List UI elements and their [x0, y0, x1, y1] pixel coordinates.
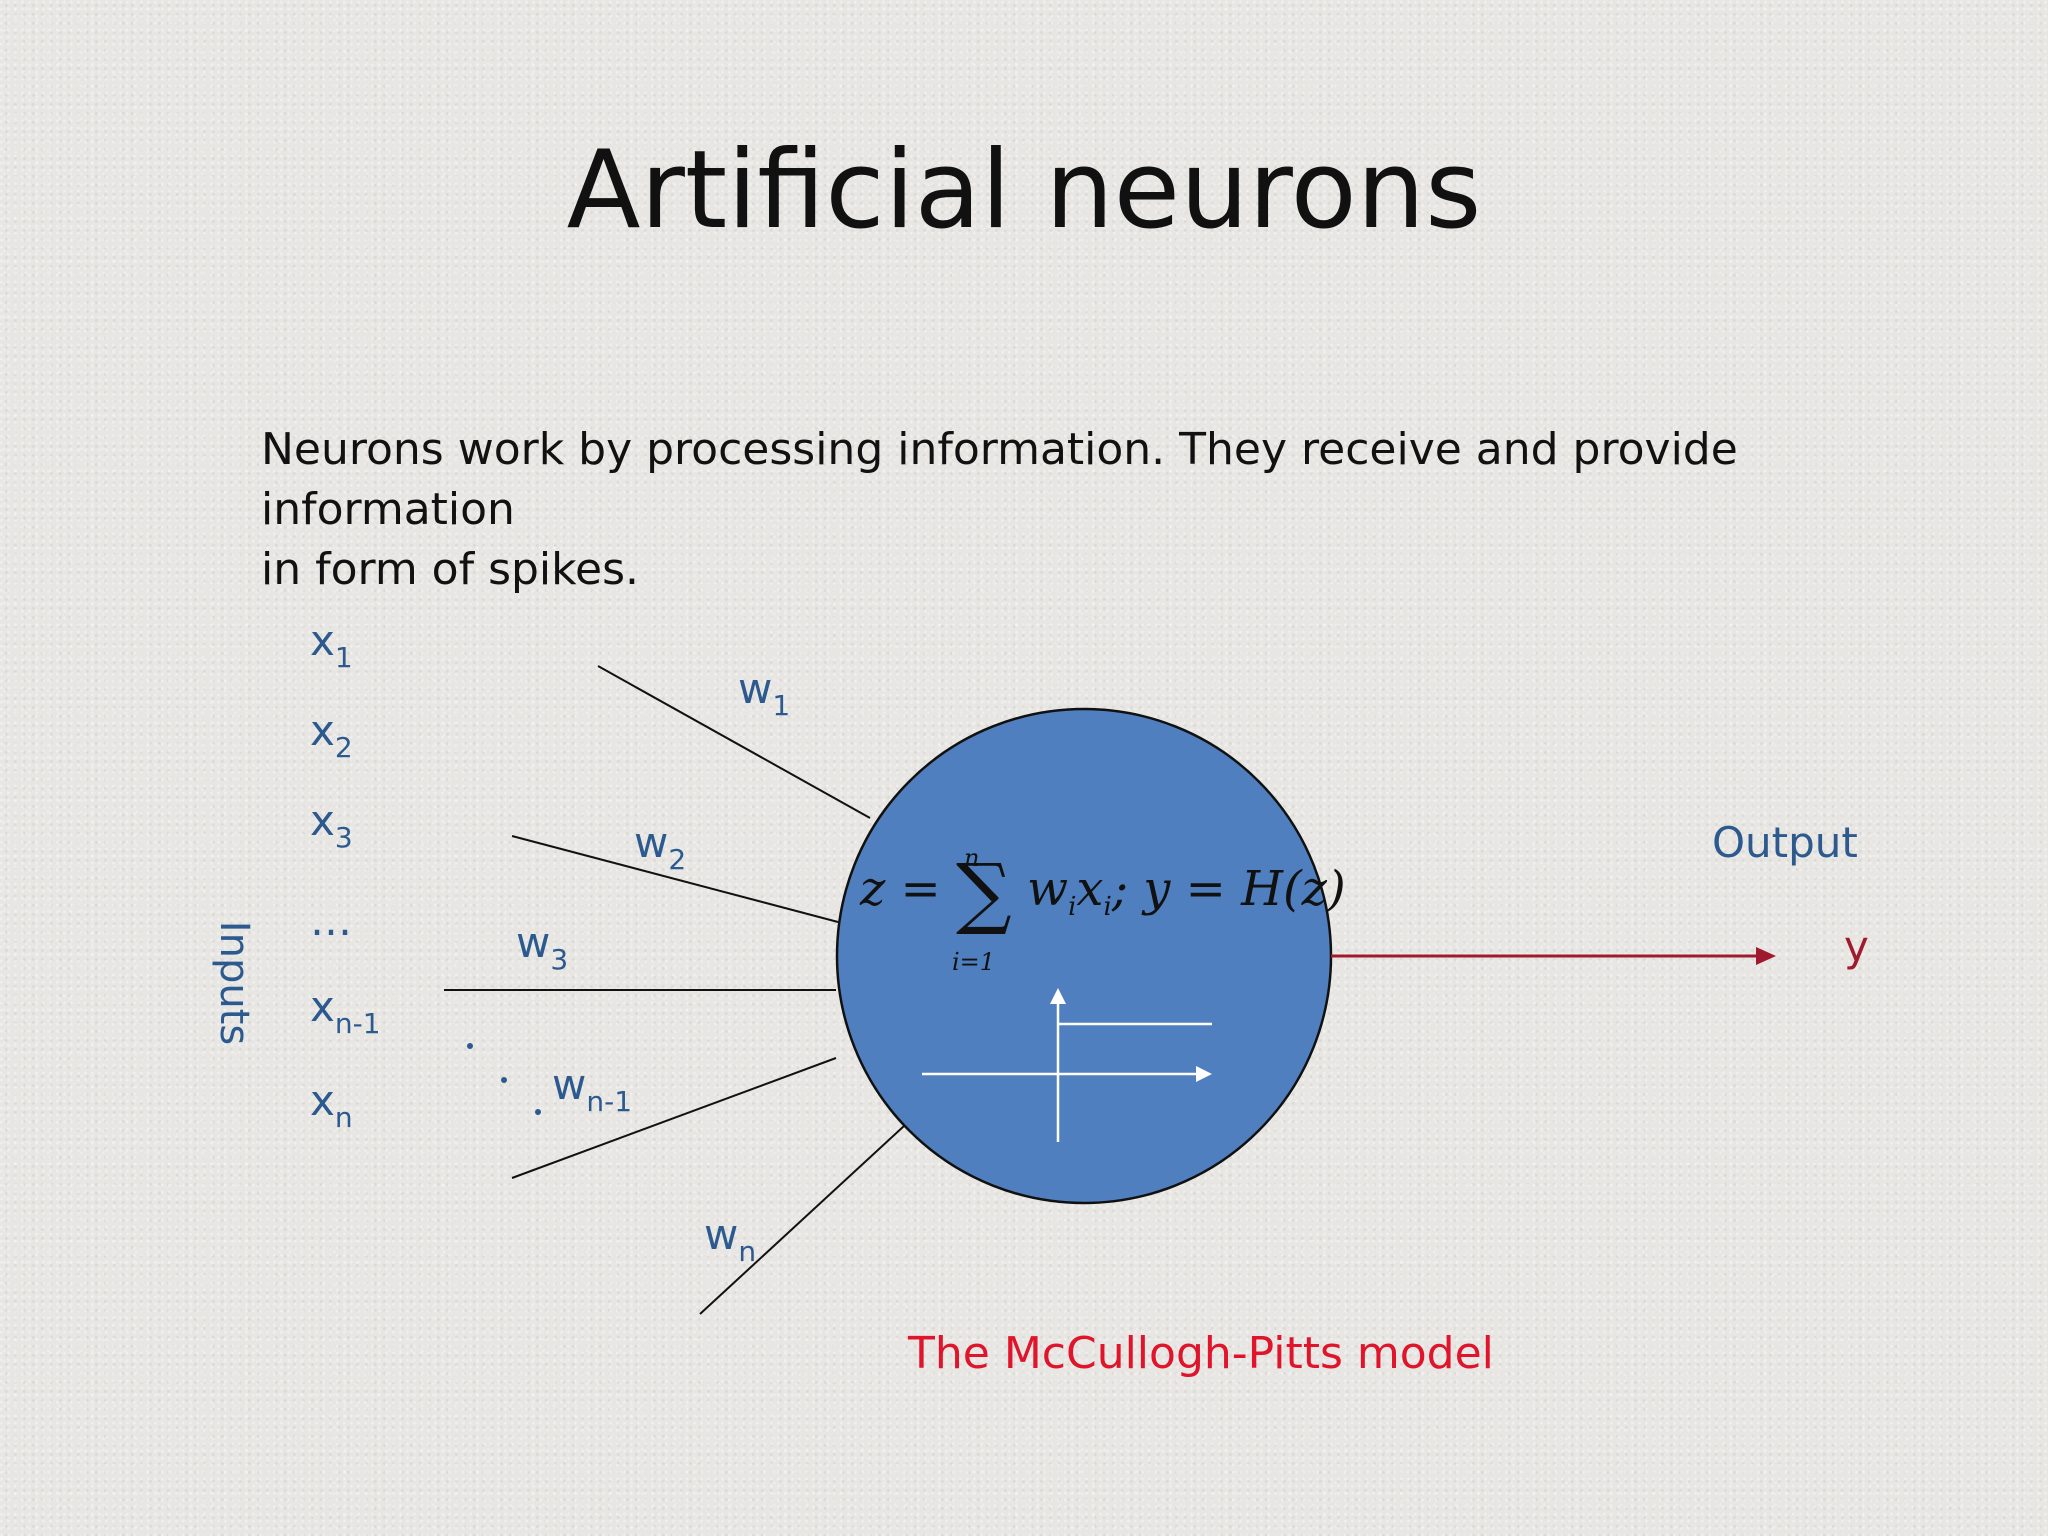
- weight-label-n: wn: [704, 1210, 757, 1268]
- formula-lhs: z =: [860, 861, 941, 917]
- ellipsis-dot-2: [501, 1077, 507, 1083]
- intro-line-1: Neurons work by processing information. …: [261, 424, 1738, 535]
- input-label-n-1: xn-1: [310, 982, 381, 1040]
- connection-line-2: [511, 835, 839, 923]
- formula-rest: ; y = H(z): [1111, 861, 1346, 917]
- ellipsis-dot-1: [467, 1043, 473, 1049]
- formula-term-w: wixi: [1026, 861, 1112, 922]
- connection-line-1: [597, 665, 871, 819]
- sum-lower-limit: i=1: [952, 948, 996, 976]
- slide-title: Artificial neurons: [566, 128, 1482, 253]
- connection-line-n: [699, 1125, 905, 1315]
- weight-label-3: w3: [516, 918, 569, 976]
- sum-symbol: ∑: [956, 848, 1012, 938]
- step-x-arrowhead: [1196, 1066, 1212, 1082]
- model-caption: The McCullogh-Pitts model: [908, 1328, 1494, 1379]
- inputs-axis-label: Inputs: [211, 920, 258, 1046]
- sum-upper-limit: n: [964, 844, 980, 872]
- intro-line-2: in form of spikes.: [261, 544, 640, 595]
- weight-label-1: w1: [738, 664, 791, 722]
- input-label-1: x1: [310, 616, 353, 674]
- weight-label-2: w2: [634, 818, 687, 876]
- input-label-n: xn: [310, 1076, 353, 1134]
- input-label-3: x3: [310, 796, 353, 854]
- intro-text: Neurons work by processing information. …: [261, 420, 1921, 600]
- step-y-arrowhead: [1050, 988, 1066, 1004]
- output-arrowhead: [1756, 947, 1776, 965]
- output-value: y: [1844, 922, 1869, 971]
- weight-label-n-1: wn-1: [552, 1060, 633, 1118]
- neuron-body: [835, 707, 1333, 1205]
- connection-line-n-1: [511, 1057, 837, 1179]
- neuron-formula: z = ∑ n i=1 wixi; y = H(z): [860, 844, 1346, 976]
- input-label-ellipsis: …: [310, 896, 352, 945]
- output-label: Output: [1712, 818, 1858, 867]
- input-label-2: x2: [310, 706, 353, 764]
- ellipsis-dot-3: [535, 1109, 541, 1115]
